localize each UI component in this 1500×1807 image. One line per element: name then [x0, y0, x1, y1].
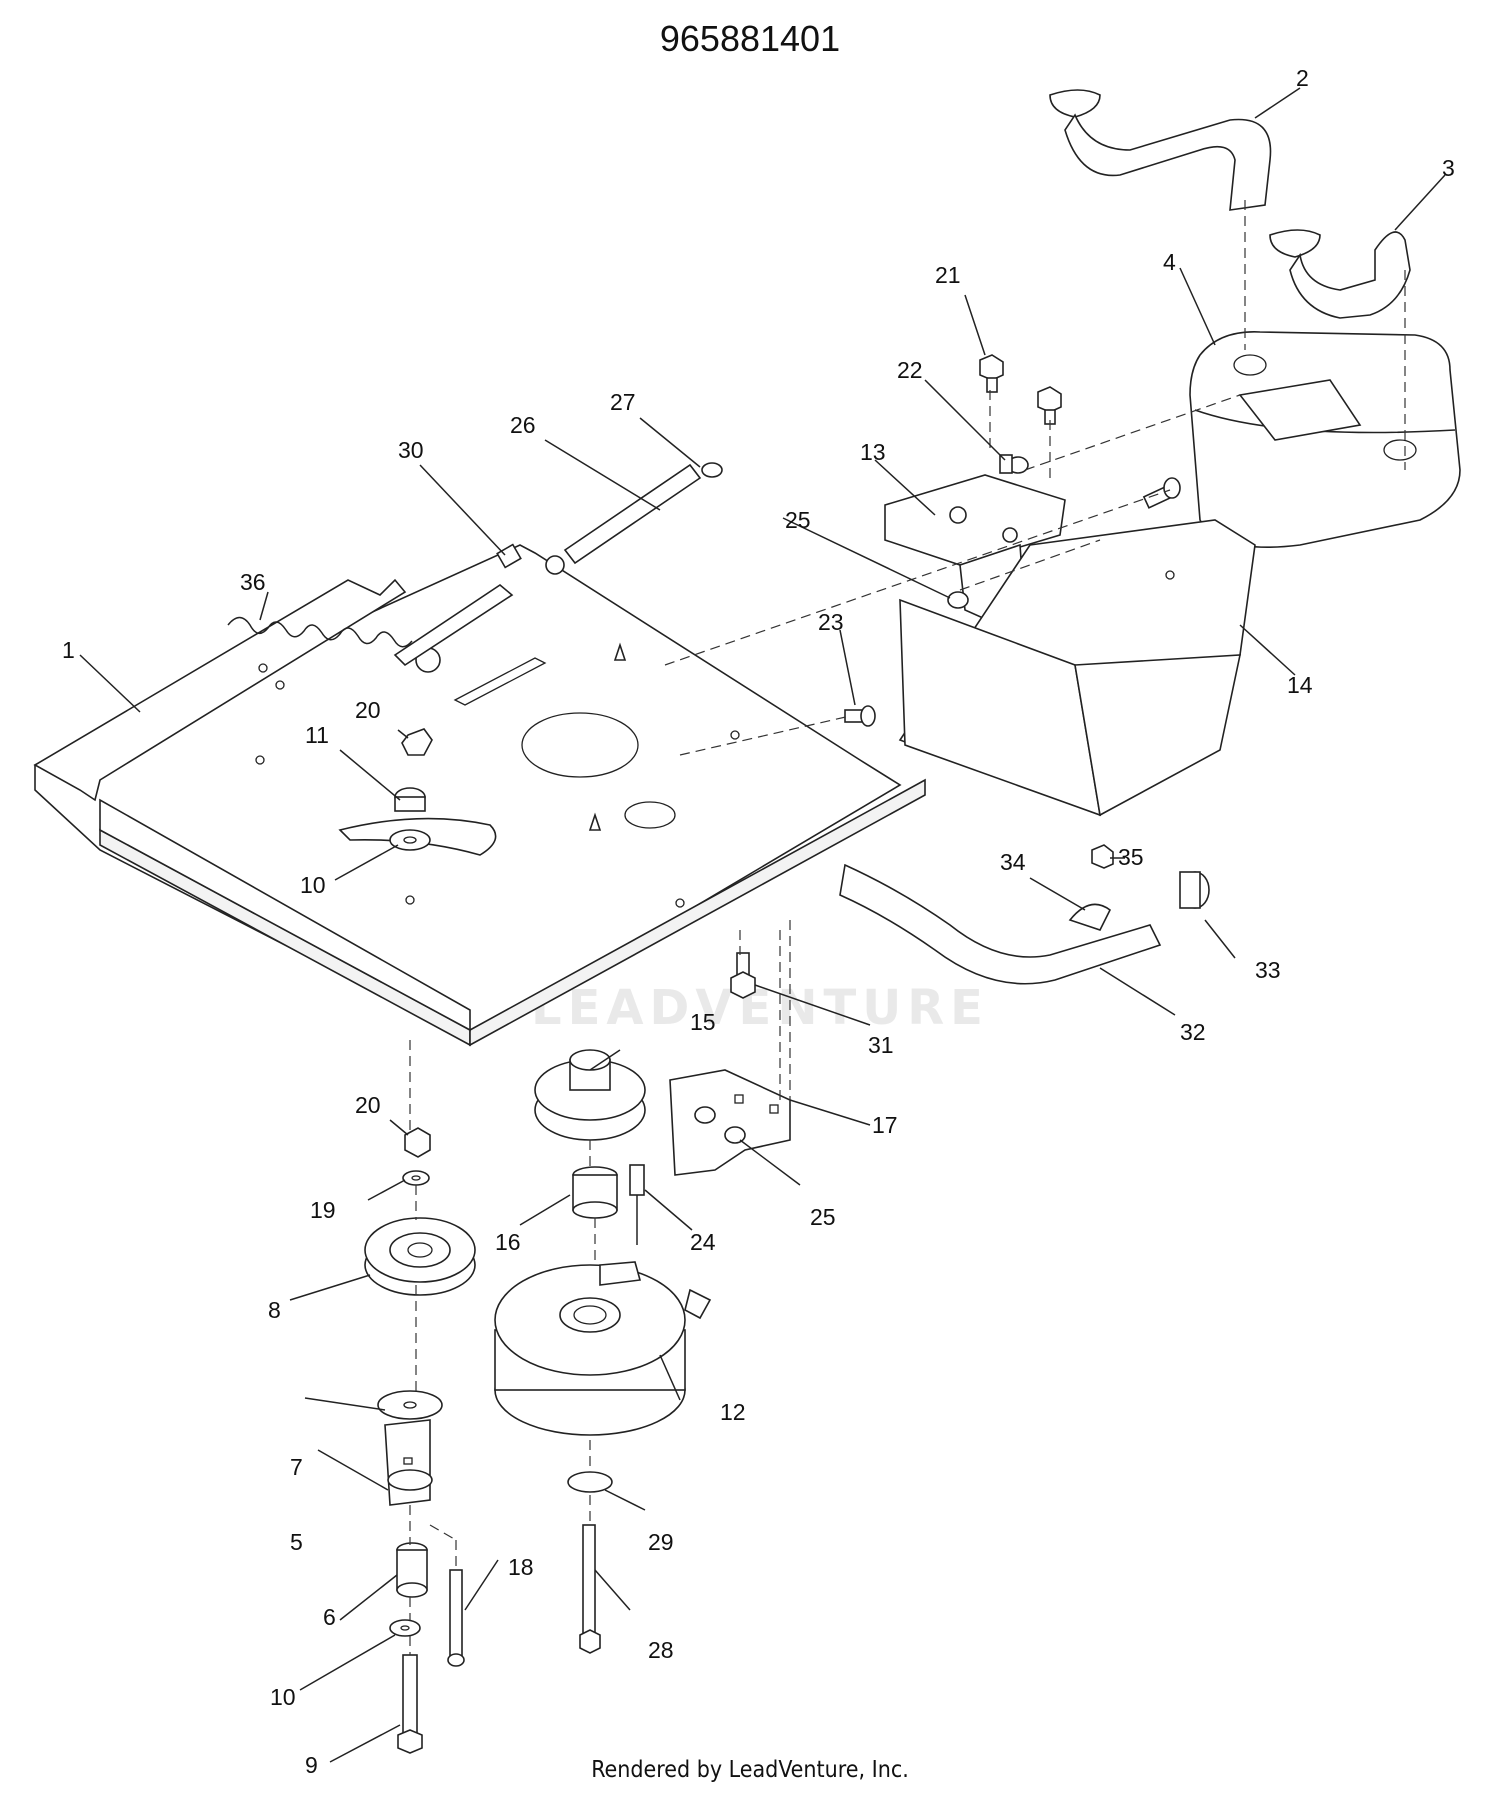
part-12-clutch[interactable] — [494, 1261, 712, 1436]
callout-5: 5 — [290, 1529, 303, 1555]
part-24-connector[interactable] — [629, 1164, 645, 1245]
callout-3: 3 — [1442, 155, 1455, 181]
part-25-nut-lower[interactable] — [694, 1106, 746, 1144]
leadventure-watermark: LEADVENTURE — [531, 980, 989, 1036]
callout-29: 29 — [648, 1529, 674, 1555]
callout-17: 17 — [872, 1112, 898, 1138]
callout-24: 24 — [690, 1229, 716, 1255]
part-19-washer[interactable] — [402, 1170, 430, 1186]
part-21-bolt-2[interactable] — [1037, 386, 1062, 425]
part-bolt-right[interactable] — [1142, 477, 1181, 509]
leader-lines — [79, 87, 1446, 1763]
part-15-pulley[interactable] — [534, 1049, 646, 1141]
callout-8: 8 — [268, 1297, 281, 1323]
callout-35: 35 — [1118, 844, 1144, 870]
part-31-bolt[interactable] — [730, 952, 756, 999]
callout-25a: 25 — [785, 507, 811, 533]
footer-credit: Rendered by LeadVenture, Inc. — [591, 1757, 909, 1783]
part-25-nut-upper[interactable] — [947, 591, 969, 609]
callout-20a: 20 — [355, 697, 381, 723]
part-22-nut[interactable] — [999, 454, 1029, 474]
part-5-idler-arm[interactable] — [384, 1419, 433, 1506]
callout-19: 19 — [310, 1197, 336, 1223]
callout-36: 36 — [240, 569, 266, 595]
callout-18: 18 — [508, 1554, 534, 1580]
part-16-bushing[interactable] — [572, 1166, 618, 1219]
part-20-nut-upper[interactable] — [401, 728, 433, 756]
callout-31: 31 — [868, 1032, 894, 1058]
callout-14: 14 — [1287, 672, 1313, 698]
part-10-washer-upper[interactable] — [389, 829, 431, 851]
callout-33: 33 — [1255, 957, 1281, 983]
part-4-muffler[interactable] — [1189, 331, 1461, 548]
callout-labels: 1 2 3 4 5 6 7 8 9 10 10 11 12 13 14 15 1… — [62, 65, 1455, 1778]
part-9-bolt[interactable] — [397, 1654, 423, 1754]
callout-16: 16 — [495, 1229, 521, 1255]
callout-11: 11 — [305, 722, 329, 748]
callout-7: 7 — [290, 1454, 303, 1480]
callout-10b: 10 — [270, 1684, 296, 1710]
part-28-bolt[interactable] — [579, 1524, 601, 1654]
callout-15: 15 — [690, 1009, 716, 1035]
part-32-hose[interactable] — [839, 863, 1162, 985]
callout-34: 34 — [1000, 849, 1026, 875]
callout-13: 13 — [860, 439, 886, 465]
callout-26: 26 — [510, 412, 536, 438]
callout-9: 9 — [305, 1752, 318, 1778]
callout-21: 21 — [935, 262, 961, 288]
callout-23: 23 — [818, 609, 844, 635]
callout-12: 12 — [720, 1399, 746, 1425]
part-35-screw[interactable] — [1091, 844, 1114, 869]
callout-22: 22 — [897, 357, 923, 383]
callout-6: 6 — [323, 1604, 336, 1630]
part-23-bolt[interactable] — [844, 705, 876, 727]
callout-28: 28 — [648, 1637, 674, 1663]
callout-2: 2 — [1296, 65, 1309, 91]
part-3-exhaust-pipe[interactable] — [1269, 229, 1411, 319]
part-14-heat-shield[interactable] — [898, 519, 1256, 817]
part-8-idler-pulley[interactable] — [364, 1217, 476, 1296]
callout-1: 1 — [62, 637, 75, 663]
callout-27: 27 — [610, 389, 636, 415]
part-27-cap[interactable] — [701, 462, 723, 478]
callout-30: 30 — [398, 437, 424, 463]
callout-4: 4 — [1163, 249, 1176, 275]
callout-20b: 20 — [355, 1092, 381, 1118]
part-1-mounting-plate[interactable] — [33, 544, 926, 1047]
part-29-washer[interactable] — [567, 1471, 613, 1493]
part-2-exhaust-pipe[interactable] — [1049, 89, 1272, 211]
part-18-pin[interactable] — [447, 1569, 465, 1667]
diagram-title: 965881401 — [659, 18, 841, 59]
callout-25b: 25 — [810, 1204, 836, 1230]
part-30-lever[interactable] — [393, 543, 522, 667]
part-26-rod[interactable] — [545, 463, 702, 575]
part-17-bracket[interactable] — [669, 1069, 791, 1176]
part-21-bolt[interactable] — [979, 354, 1004, 393]
callout-10a: 10 — [300, 872, 326, 898]
part-34-clamp[interactable] — [1068, 903, 1112, 931]
part-6-spacer[interactable] — [396, 1542, 428, 1598]
part-10-washer-lower[interactable] — [389, 1619, 421, 1637]
part-33-fitting[interactable] — [1179, 871, 1210, 909]
part-11-spacer[interactable] — [394, 787, 426, 812]
part-20-nut-lower[interactable] — [404, 1127, 431, 1158]
callout-32: 32 — [1180, 1019, 1206, 1045]
part-7-washer[interactable] — [377, 1390, 443, 1420]
